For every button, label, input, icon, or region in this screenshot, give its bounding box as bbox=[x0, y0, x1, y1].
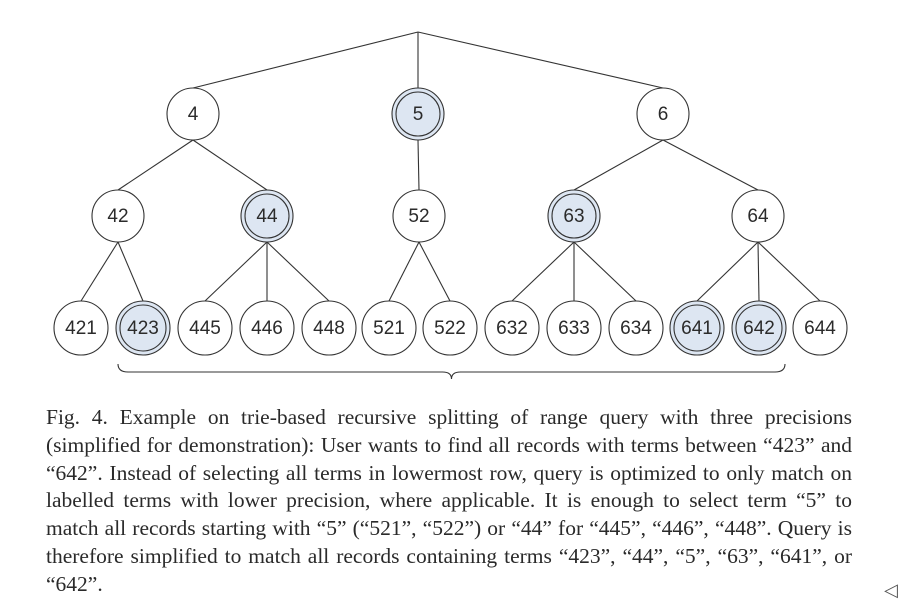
tree-edge bbox=[662, 139, 759, 191]
tree-edge bbox=[511, 241, 575, 302]
node-label: 632 bbox=[496, 318, 528, 339]
node-label: 634 bbox=[620, 318, 652, 339]
tree-edge bbox=[192, 139, 268, 191]
highlighted-node-circle bbox=[547, 189, 601, 243]
node-label: 641 bbox=[681, 318, 713, 339]
node-label: 448 bbox=[313, 318, 345, 339]
node-label: 446 bbox=[251, 318, 283, 339]
trie-node: 44 bbox=[240, 189, 294, 243]
trie-node: 448 bbox=[301, 300, 357, 356]
node-circle bbox=[361, 300, 417, 356]
node-label: 4 bbox=[188, 104, 199, 125]
tree-edge bbox=[80, 241, 119, 302]
node-label: 445 bbox=[189, 318, 221, 339]
node-circle bbox=[177, 300, 233, 356]
node-label: 423 bbox=[127, 318, 159, 339]
trie-node: 423 bbox=[115, 300, 171, 356]
node-inner-ring bbox=[551, 193, 597, 239]
tree-edge bbox=[696, 241, 759, 302]
trie-node: 632 bbox=[484, 300, 540, 356]
highlighted-node-circle bbox=[391, 87, 445, 141]
trie-node: 521 bbox=[361, 300, 417, 356]
node-circle bbox=[608, 300, 664, 356]
tree-edge bbox=[117, 139, 194, 191]
highlighted-node-circle bbox=[115, 300, 171, 356]
tree-edge bbox=[204, 241, 268, 302]
node-label: 6 bbox=[658, 104, 669, 125]
tree-edge bbox=[573, 241, 637, 302]
tree-edge bbox=[192, 31, 419, 89]
node-circle bbox=[239, 300, 295, 356]
node-label: 44 bbox=[256, 206, 278, 227]
tree-edge bbox=[388, 241, 420, 302]
node-label: 522 bbox=[434, 318, 466, 339]
trie-node: 634 bbox=[608, 300, 664, 356]
figure-caption: Fig. 4. Example on trie-based recursive … bbox=[46, 405, 852, 596]
trie-node: 52 bbox=[392, 189, 446, 243]
tree-edge bbox=[117, 241, 144, 302]
node-circle bbox=[546, 300, 602, 356]
highlighted-node-circle bbox=[240, 189, 294, 243]
node-label: 63 bbox=[563, 206, 584, 227]
node-label: 52 bbox=[408, 206, 429, 227]
highlighted-node-circle bbox=[669, 300, 725, 356]
node-label: 642 bbox=[743, 318, 775, 339]
node-circle bbox=[91, 189, 145, 243]
node-label: 42 bbox=[107, 206, 128, 227]
node-circle bbox=[636, 87, 690, 141]
node-circle bbox=[484, 300, 540, 356]
node-circle bbox=[301, 300, 357, 356]
trie-node: 6 bbox=[636, 87, 690, 141]
tree-edge bbox=[757, 241, 821, 302]
node-circle bbox=[422, 300, 478, 356]
tree-edge bbox=[573, 139, 664, 191]
highlighted-node-circle bbox=[731, 300, 787, 356]
tree-edge bbox=[757, 241, 760, 302]
node-label: 5 bbox=[413, 104, 424, 125]
node-inner-ring bbox=[735, 304, 783, 352]
trie-node: 421 bbox=[53, 300, 109, 356]
node-label: 64 bbox=[747, 206, 769, 227]
node-label: 633 bbox=[558, 318, 590, 339]
node-circle bbox=[792, 300, 848, 356]
trie-node: 63 bbox=[547, 189, 601, 243]
trie-node: 4 bbox=[166, 87, 220, 141]
node-inner-ring bbox=[673, 304, 721, 352]
trie-node: 42 bbox=[91, 189, 145, 243]
node-circle bbox=[53, 300, 109, 356]
trie-node: 522 bbox=[422, 300, 478, 356]
node-circle bbox=[731, 189, 785, 243]
trie-node: 5 bbox=[391, 87, 445, 141]
trie-node: 445 bbox=[177, 300, 233, 356]
trie-node: 446 bbox=[239, 300, 295, 356]
tree-edge bbox=[417, 139, 420, 191]
trie-node: 64 bbox=[731, 189, 785, 243]
node-label: 521 bbox=[373, 318, 405, 339]
node-inner-ring bbox=[119, 304, 167, 352]
corner-mark: ◁ bbox=[884, 580, 898, 601]
tree-edge bbox=[417, 31, 664, 89]
node-inner-ring bbox=[244, 193, 290, 239]
bottom-row-brace bbox=[117, 363, 786, 380]
trie-node: 641 bbox=[669, 300, 725, 356]
node-inner-ring bbox=[395, 91, 441, 137]
tree-edge bbox=[418, 241, 451, 302]
node-label: 644 bbox=[804, 318, 836, 339]
tree-edge bbox=[266, 241, 330, 302]
node-circle bbox=[166, 87, 220, 141]
node-label: 421 bbox=[65, 318, 97, 339]
trie-node: 644 bbox=[792, 300, 848, 356]
node-circle bbox=[392, 189, 446, 243]
trie-node: 633 bbox=[546, 300, 602, 356]
trie-node: 642 bbox=[731, 300, 787, 356]
